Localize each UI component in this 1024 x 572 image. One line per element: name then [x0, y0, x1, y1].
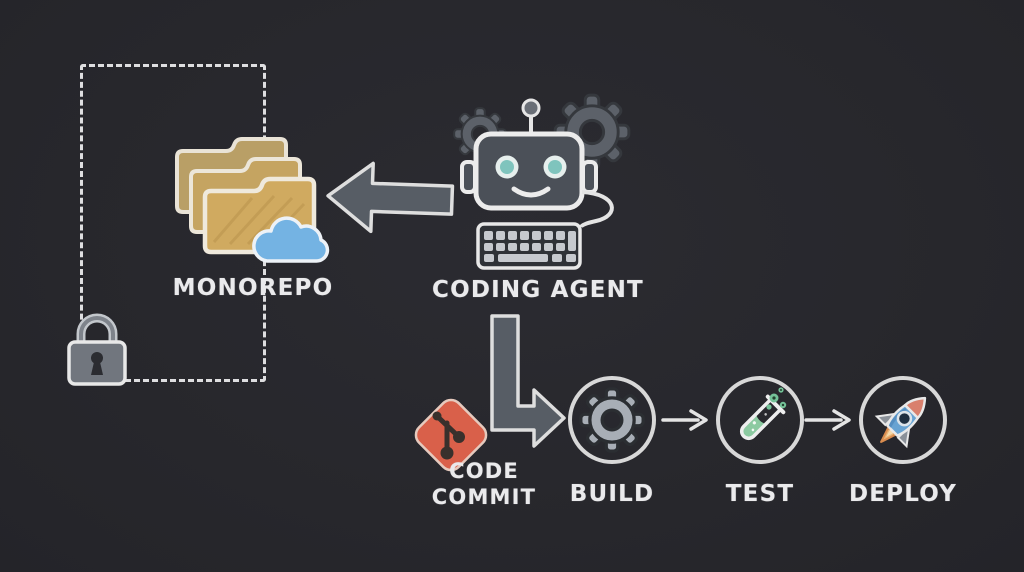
- robot-head: [473, 131, 585, 211]
- robot-ear-right: [581, 160, 598, 194]
- lock-icon: [67, 313, 127, 386]
- robot-eye-right-iris: [548, 160, 562, 174]
- code-commit-line1: CODE: [449, 459, 519, 483]
- cloud-icon: [252, 216, 330, 263]
- flow-arrow-build-test: [661, 409, 708, 431]
- deploy-stage-circle: [859, 376, 947, 464]
- antenna-icon: [521, 98, 541, 136]
- test-tube-icon: [740, 387, 787, 440]
- build-stage-circle: [568, 376, 656, 464]
- gear-icon: [579, 387, 645, 453]
- bubbles: [766, 387, 787, 410]
- rocket-icon: [874, 396, 927, 449]
- build-label: BUILD: [569, 481, 655, 507]
- down-right-arrow: [490, 314, 566, 448]
- folder-stack-icon: [175, 137, 330, 263]
- robot-ear-left: [460, 160, 477, 194]
- coding-agent-label: CODING AGENT: [432, 277, 644, 303]
- robot-eye-left-iris: [500, 160, 514, 174]
- left-arrow: [326, 161, 455, 234]
- robot-smile: [511, 186, 551, 198]
- code-commit-line2: COMMIT: [431, 485, 537, 509]
- git-icon: [414, 398, 488, 472]
- flow-arrow-test-deploy: [804, 409, 851, 431]
- keyboard-icon: [476, 222, 582, 270]
- test-stage-circle: [716, 376, 804, 464]
- test-label: TEST: [725, 481, 795, 507]
- code-commit-label: CODE COMMIT: [402, 458, 566, 510]
- monorepo-label: MONOREPO: [172, 275, 334, 301]
- deploy-label: DEPLOY: [848, 481, 958, 507]
- cable: [579, 190, 614, 229]
- robot-icon: [453, 93, 631, 270]
